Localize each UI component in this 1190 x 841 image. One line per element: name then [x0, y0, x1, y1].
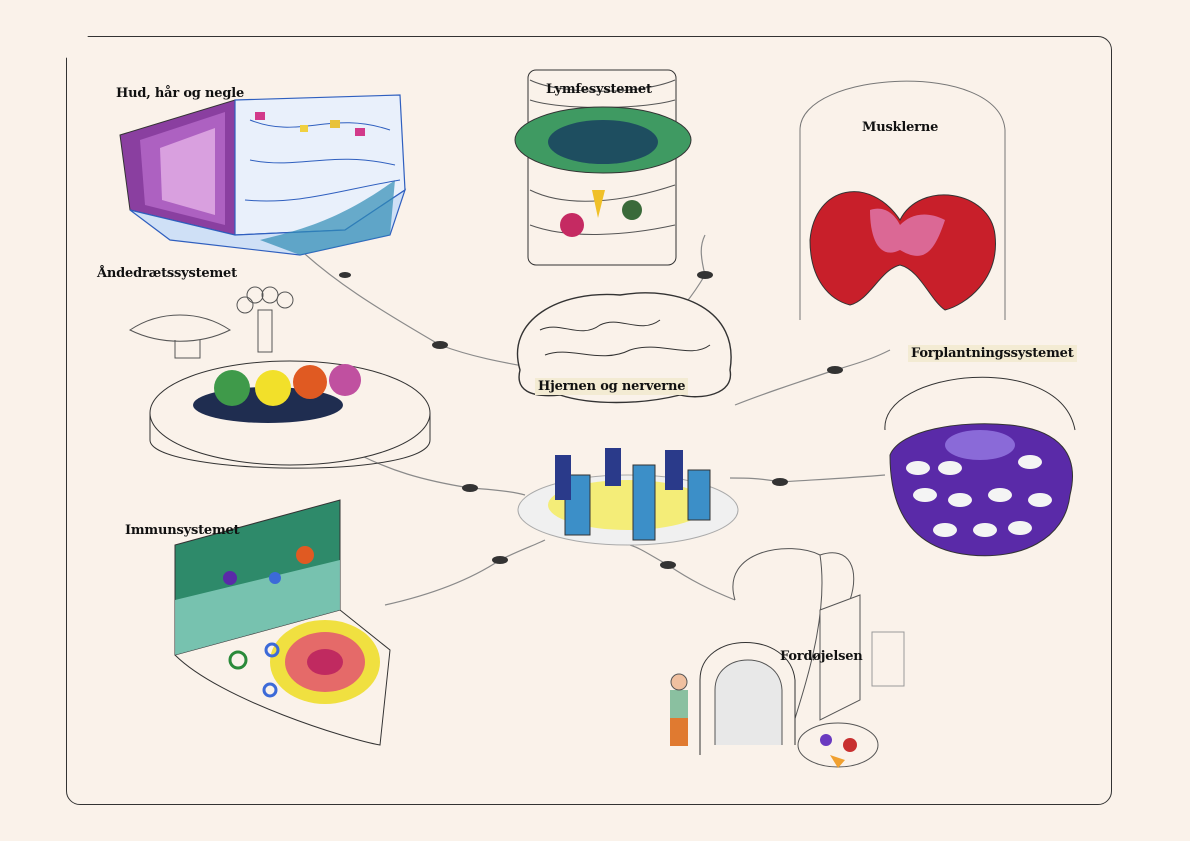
muscle-exhibit-illustration — [799, 80, 1006, 320]
reproductive-exhibit-illustration — [884, 376, 1076, 557]
label-lymfesystemet: Lymfesystemet — [546, 82, 652, 97]
map-frame — [66, 36, 1112, 805]
brain-exhibit-illustration — [516, 292, 739, 546]
label-aandedraetssystemet: Åndedrætssystemet — [97, 266, 237, 281]
label-fordoejelsen: Fordøjelsen — [780, 649, 863, 664]
label-hud-haar-og-negle: Hud, hår og negle — [116, 86, 245, 101]
lymph-exhibit-illustration — [514, 69, 692, 266]
neuron-cells — [339, 271, 843, 569]
respiratory-exhibit-illustration — [129, 286, 431, 469]
digestive-exhibit-illustration — [670, 548, 905, 768]
skin-exhibit-illustration — [119, 94, 407, 256]
immune-exhibit-illustration — [174, 499, 391, 746]
label-musklerne: Musklerne — [862, 120, 939, 135]
label-immunsystemet: Immunsystemet — [125, 523, 240, 538]
label-hjernen-og-nerverne: Hjernen og nerverne — [535, 378, 689, 395]
label-forplantningssystemet: Forplantningssystemet — [908, 345, 1077, 362]
